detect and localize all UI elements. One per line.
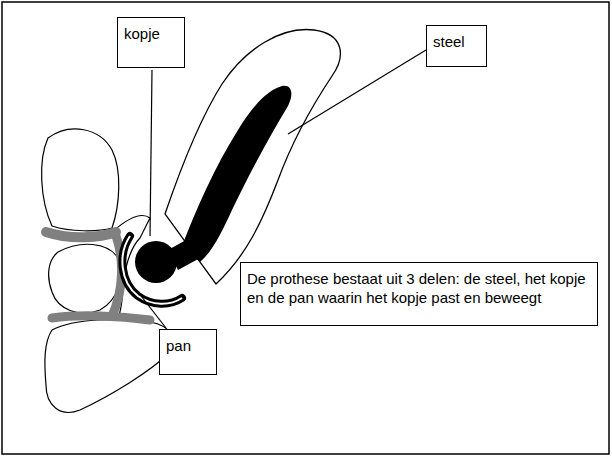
- part-label: pan: [166, 336, 191, 355]
- carpal-bone: [42, 129, 119, 231]
- cartilage: [52, 316, 150, 320]
- prosthesis-stem: [182, 86, 291, 262]
- prosthesis-head: [135, 241, 177, 283]
- part-label: steel: [433, 32, 465, 51]
- leader-line: [138, 292, 166, 328]
- prosthesis-cup: [122, 236, 182, 304]
- description-text: De prothese bestaat uit 3 delen: de stee…: [247, 269, 591, 307]
- part-label-box: steel: [426, 25, 487, 67]
- carpal-bone: [49, 244, 121, 313]
- cartilage: [46, 232, 116, 237]
- part-label-box: pan: [159, 329, 217, 375]
- prosthesis-cup-line: [122, 236, 182, 304]
- metacarpal-bone: [165, 30, 340, 284]
- part-label-box: kopje: [117, 17, 185, 68]
- carpal-bone: [45, 320, 173, 413]
- part-label: kopje: [124, 24, 160, 43]
- description-box: De prothese bestaat uit 3 delen: de stee…: [240, 262, 598, 326]
- leader-line: [150, 70, 152, 236]
- leader-line: [288, 50, 426, 134]
